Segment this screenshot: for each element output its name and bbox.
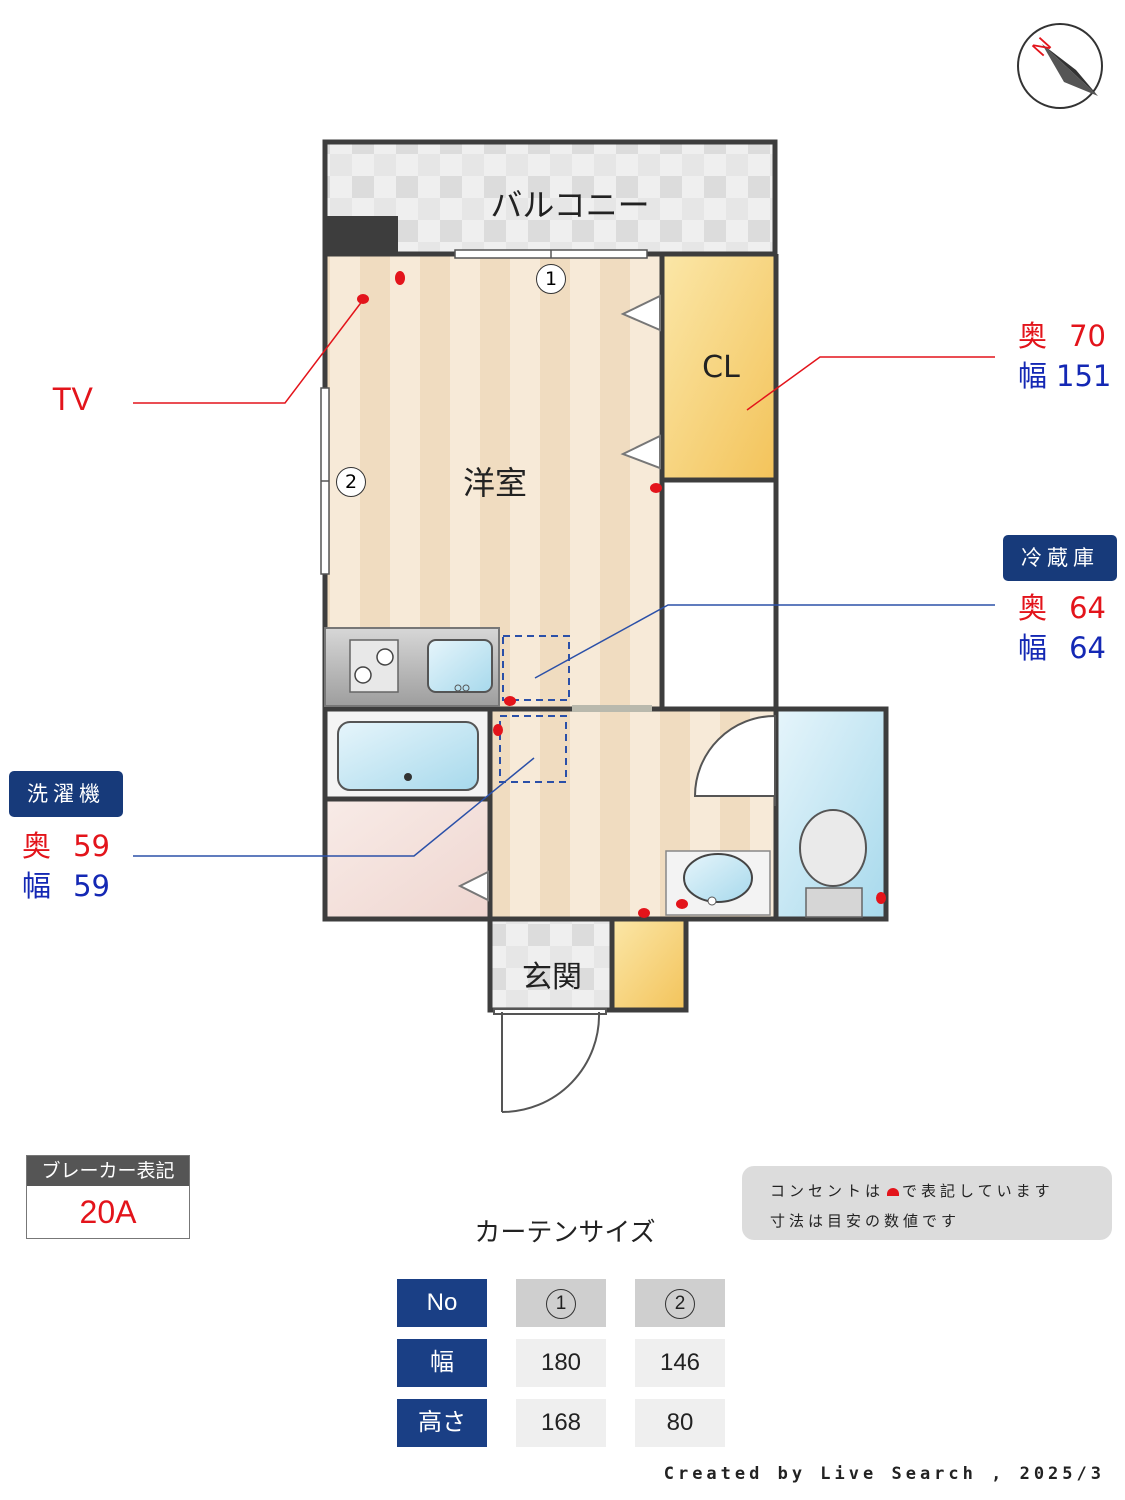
notes-line1-head: コンセントは [770, 1182, 885, 1200]
room-door [572, 705, 652, 712]
curtain-marker-1: 1 [536, 264, 566, 294]
curtain-table-title: カーテンサイズ [474, 1218, 656, 1248]
fridge-depth-label: 奥 [1018, 591, 1048, 625]
curtain-row-height-v2: 80 [635, 1399, 725, 1447]
tv-leader [133, 299, 364, 404]
curtain-col2-num: 2 [665, 1288, 695, 1319]
breaker-value: 20A [79, 1194, 137, 1230]
outlets [357, 271, 886, 918]
breaker-title: ブレーカー表記 [27, 1156, 189, 1186]
closet-leader [746, 356, 995, 411]
kitchen-sink [427, 639, 493, 693]
curtain-marker-2-text: 2 [336, 467, 366, 497]
curtain-row-height-v1: 168 [516, 1399, 606, 1447]
fridge-depth-value: 64 [1069, 591, 1106, 625]
toilet-door [693, 714, 776, 806]
curtain-col1-num: 1 [546, 1288, 576, 1319]
fridge-space [502, 635, 570, 701]
washer-depth-label: 奥 [22, 829, 52, 863]
notes-box: コンセントはで表記しています 寸法は目安の数値です [742, 1166, 1112, 1240]
curtain-row-width-v1: 180 [516, 1339, 606, 1387]
bathtub [337, 721, 479, 791]
fridge-dimensions: 奥 64 幅 64 [1018, 588, 1106, 668]
balcony-label: バルコニー [490, 186, 650, 224]
washer-dimensions: 奥 59 幅 59 [22, 826, 110, 906]
washer-tag: 洗濯機 [9, 771, 123, 817]
fridge-width-value: 64 [1069, 631, 1106, 665]
outlet-symbol-icon [887, 1188, 900, 1196]
breaker-box: ブレーカー表記 20A [26, 1155, 190, 1239]
curtain-header-no: No [397, 1279, 487, 1327]
compass-icon [1017, 23, 1103, 109]
curtain-row-width-v2: 146 [635, 1339, 725, 1387]
toilet-bowl [799, 809, 867, 887]
curtain-row-height-label: 高さ [397, 1399, 487, 1447]
closet-depth-label: 奥 [1018, 319, 1048, 353]
washer-width-value: 59 [73, 869, 110, 903]
credit-text: Created by Live Search , 2025/3 [663, 1464, 1105, 1484]
balcony-area [325, 142, 775, 254]
fridge-tag: 冷蔵庫 [1003, 535, 1117, 581]
stove [349, 639, 399, 693]
fridge-width-label: 幅 [1018, 631, 1048, 665]
washer-space [499, 715, 567, 783]
closet-width-label: 幅 [1018, 359, 1048, 393]
closet-doors [457, 294, 661, 902]
notes-line1: コンセントはで表記しています [770, 1180, 1054, 1201]
washroom [325, 799, 490, 919]
curtain-header-col1: 1 [516, 1279, 606, 1327]
curtain-row-width-label: 幅 [397, 1339, 487, 1387]
curtain-marker-2: 2 [336, 467, 366, 497]
washer-width-label: 幅 [22, 869, 52, 903]
toilet-tank [805, 887, 863, 918]
tv-label: TV [52, 381, 93, 417]
curtain-header-col2: 2 [635, 1279, 725, 1327]
western-room-label: 洋室 [462, 464, 527, 502]
shoe-closet [612, 919, 686, 1010]
closet-depth-value: 70 [1069, 319, 1106, 353]
washer-leader [133, 757, 535, 857]
notes-line1-tail: で表記しています [902, 1182, 1054, 1200]
washer-depth-value: 59 [73, 829, 110, 863]
notes-line2: 寸法は目安の数値です [770, 1212, 961, 1230]
closet-label: CL [702, 350, 740, 385]
closet [662, 254, 776, 480]
curtain-marker-1-text: 1 [536, 264, 566, 294]
entrance-door [493, 1008, 607, 1113]
fridge-leader [534, 604, 995, 679]
entrance [490, 919, 612, 1010]
walls [322, 251, 889, 1013]
closet-width-value: 151 [1056, 359, 1112, 393]
entrance-label: 玄関 [522, 960, 582, 995]
